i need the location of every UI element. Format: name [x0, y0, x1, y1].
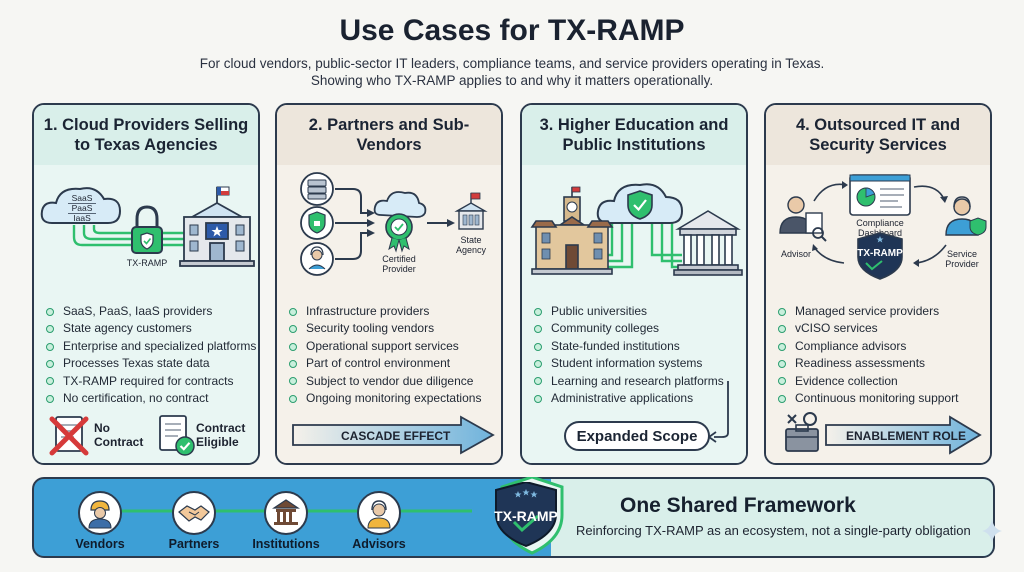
public-institution-icon: [673, 210, 743, 276]
card-heading: 2. Partners and Sub-Vendors: [277, 105, 501, 165]
subtitle-line-1: For cloud vendors, public-sector IT lead…: [199, 56, 825, 71]
framework-title: One Shared Framework: [620, 494, 856, 517]
cloud-label-iaas: IaaS: [73, 213, 91, 223]
service-provider-icon: [945, 196, 987, 236]
page-title: Use Cases for TX-RAMP: [339, 14, 685, 47]
card-body: Public universities Community colleges S…: [522, 165, 746, 463]
tx-ramp-shield-icon: [857, 232, 903, 280]
expanded-scope-connector: [708, 381, 729, 443]
no-contract-icon: [49, 416, 89, 456]
list-item: TX-RAMP required for contracts: [46, 373, 252, 390]
card-body: ComplianceDashboard Advisor ServiceProvi…: [766, 165, 990, 463]
university-building-icon: [530, 186, 614, 275]
card-heading: 1. Cloud Providers Selling to Texas Agen…: [34, 105, 258, 165]
actor-label-institutions: Institutions: [252, 537, 320, 551]
card-partners: 2. Partners and Sub-Vendors: [275, 103, 503, 465]
list-item: Managed service providers: [778, 303, 984, 320]
advisors-icon: [357, 491, 401, 535]
actor-label-partners: Partners: [168, 537, 220, 551]
list-item: Ongoing monitoring expectations: [289, 390, 495, 407]
list-item: Enterprise and specialized platforms: [46, 338, 256, 355]
list-item: Student information systems: [534, 355, 740, 372]
cloud-provider-illustration: SaaS PaaS IaaS TX-RAMP: [40, 186, 255, 268]
actor-label-advisors: Advisors: [352, 537, 406, 551]
list-item: Administrative applications: [534, 390, 740, 407]
tx-ramp-badge-label: TX-RAMP: [857, 248, 903, 259]
list-item: Readiness assessments: [778, 355, 984, 372]
actor-label-vendors: Vendors: [75, 537, 125, 551]
list-item: Subject to vendor due diligence: [289, 373, 495, 390]
cloud-label-saas: SaaS: [72, 193, 93, 203]
advisor-label: Advisor: [781, 249, 811, 259]
card-outsourced-it: 4. Outsourced IT and Security Services C…: [764, 103, 992, 465]
list-item: Security tooling vendors: [289, 320, 495, 337]
framework-subtitle: Reinforcing TX-RAMP as an ecosystem, not…: [576, 523, 971, 538]
card-body: SaaS PaaS IaaS TX-RAMP: [34, 165, 258, 463]
advisor-icon: [779, 196, 827, 242]
list-item: Learning and research platforms: [534, 373, 740, 390]
cascade-effect-label: CASCADE EFFECT: [341, 429, 451, 443]
compliance-dashboard-icon: [849, 174, 911, 216]
page-subtitle: For cloud vendors, public-sector IT lead…: [0, 55, 1024, 89]
card-cloud-providers: 1. Cloud Providers Selling to Texas Agen…: [32, 103, 260, 465]
cloud-icon: [40, 187, 122, 224]
contract-eligible-label: Contract Eligible: [196, 421, 246, 449]
tx-ramp-shield-badge: [495, 482, 557, 548]
bullet-list: Managed service providers vCISO services…: [778, 303, 984, 407]
list-item: Community colleges: [534, 320, 740, 337]
support-agent-icon: [300, 242, 334, 276]
list-item: Compliance advisors: [778, 338, 984, 355]
list-item: No certification, no contract: [46, 390, 252, 407]
connection-lines: [72, 225, 184, 247]
list-item: Operational support services: [289, 338, 495, 355]
list-item: Part of control environment: [289, 355, 495, 372]
government-building-icon: [179, 186, 255, 267]
card-higher-education: 3. Higher Education and Public Instituti…: [520, 103, 748, 465]
enablement-arrow: [825, 415, 982, 455]
sparkle-icon: [982, 518, 1002, 544]
expanded-scope-pill: Expanded Scope: [564, 421, 710, 451]
shield-lock-icon: [300, 206, 334, 240]
subtitle-line-2: Showing who TX-RAMP applies to and why i…: [310, 73, 714, 88]
institutions-icon: [264, 491, 308, 535]
flow-arrows: [335, 188, 449, 260]
list-item: vCISO services: [778, 320, 984, 337]
higher-education-illustration: [530, 183, 743, 276]
cloud-label-paas: PaaS: [72, 203, 93, 213]
state-agency-icon: [454, 192, 488, 230]
no-contract-label: No Contract: [94, 421, 144, 449]
certified-provider-icon: [373, 191, 427, 253]
contract-eligible-icon: [159, 415, 195, 456]
card-heading: 3. Higher Education and Public Instituti…: [522, 105, 746, 165]
list-item: State-funded institutions: [534, 338, 740, 355]
cloud-shield-icon: [596, 183, 684, 224]
card-heading: 4. Outsourced IT and Security Services: [766, 105, 990, 165]
server-icon: [300, 172, 334, 206]
lock-icon: [131, 205, 163, 254]
toolbox-icon: [785, 412, 819, 452]
tx-ramp-badge-text: TX-RAMP: [494, 508, 558, 524]
list-item: Continuous monitoring support: [778, 390, 984, 407]
bullet-list: SaaS, PaaS, IaaS providers State agency …: [46, 303, 256, 407]
cascade-arrow: [292, 415, 495, 455]
list-item: Infrastructure providers: [289, 303, 495, 320]
list-item: State agency customers: [46, 320, 252, 337]
bullet-list: Infrastructure providers Security toolin…: [289, 303, 495, 407]
enablement-role-label: ENABLEMENT ROLE: [846, 429, 966, 443]
list-item: Evidence collection: [778, 373, 984, 390]
outsourced-it-illustration: ComplianceDashboard Advisor ServiceProvi…: [779, 174, 987, 280]
list-item: Public universities: [534, 303, 740, 320]
list-item: SaaS, PaaS, IaaS providers: [46, 303, 252, 320]
vendors-icon: [78, 491, 122, 535]
list-item: Processes Texas state data: [46, 355, 252, 372]
lock-label: TX-RAMP: [127, 258, 168, 268]
bullet-list: Public universities Community colleges S…: [534, 303, 740, 407]
partners-handshake-icon: [172, 491, 216, 535]
